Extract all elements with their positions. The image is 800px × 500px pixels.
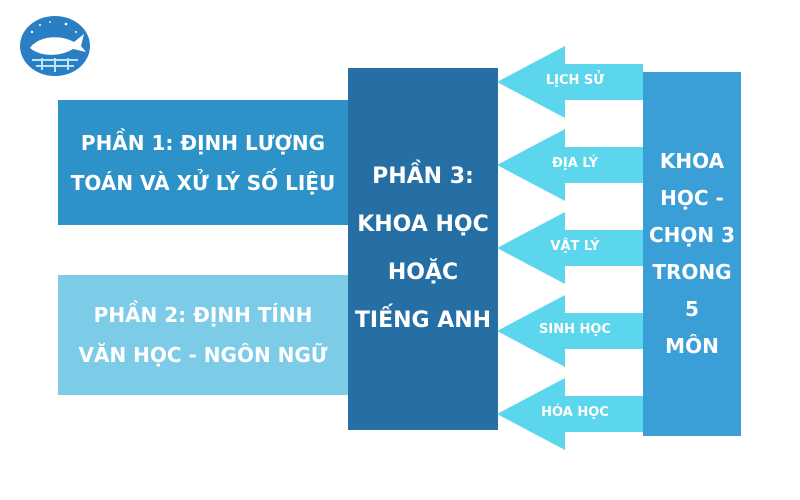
part-3-line-or: HOẶC xyxy=(387,260,459,285)
subject-arrow-3 xyxy=(497,212,643,284)
science-choice-line-2: HỌC - xyxy=(660,186,724,210)
part-1-subtitle: TOÁN VÀ XỬ LÝ SỐ LIỆU xyxy=(70,170,336,195)
whale-logo-icon xyxy=(20,16,90,76)
subject-label-3: VẬT LÝ xyxy=(550,239,600,254)
science-choice-line-1: KHOA xyxy=(659,149,725,173)
part-1-title: PHẦN 1: ĐỊNH LƯỢNG xyxy=(80,130,326,155)
part-2-box: PHẦN 2: ĐỊNH TÍNH VĂN HỌC - NGÔN NGỮ xyxy=(58,275,348,395)
subject-arrow-5 xyxy=(497,378,643,450)
subject-arrow-1 xyxy=(497,46,643,118)
part-3-title: PHẦN 3: xyxy=(372,164,474,189)
science-choice-line-5: MÔN xyxy=(665,334,719,358)
subject-label-5: HÓA HỌC xyxy=(541,405,609,420)
part-3-box: PHẦN 3: KHOA HỌC HOẶC TIẾNG ANH xyxy=(348,68,498,430)
science-choice-box: KHOA HỌC - CHỌN 3 TRONG 5 MÔN xyxy=(643,72,741,436)
science-choice-line-4: TRONG 5 xyxy=(652,260,732,321)
part-1-box: PHẦN 1: ĐỊNH LƯỢNG TOÁN VÀ XỬ LÝ SỐ LIỆU xyxy=(58,100,348,225)
part-2-title: PHẦN 2: ĐỊNH TÍNH xyxy=(93,303,313,327)
subject-label-1: LỊCH SỬ xyxy=(545,73,605,88)
part-3-line-english: TIẾNG ANH xyxy=(354,308,492,333)
part-2-subtitle: VĂN HỌC - NGÔN NGỮ xyxy=(78,343,328,367)
subject-label-2: ĐỊA LÝ xyxy=(552,156,598,171)
science-choice-line-3: CHỌN 3 xyxy=(648,223,736,247)
subject-arrow-4 xyxy=(497,295,643,367)
subject-label-4: SINH HỌC xyxy=(539,322,611,337)
part-3-line-science: KHOA HỌC xyxy=(357,212,489,237)
subject-arrow-2 xyxy=(497,129,643,201)
